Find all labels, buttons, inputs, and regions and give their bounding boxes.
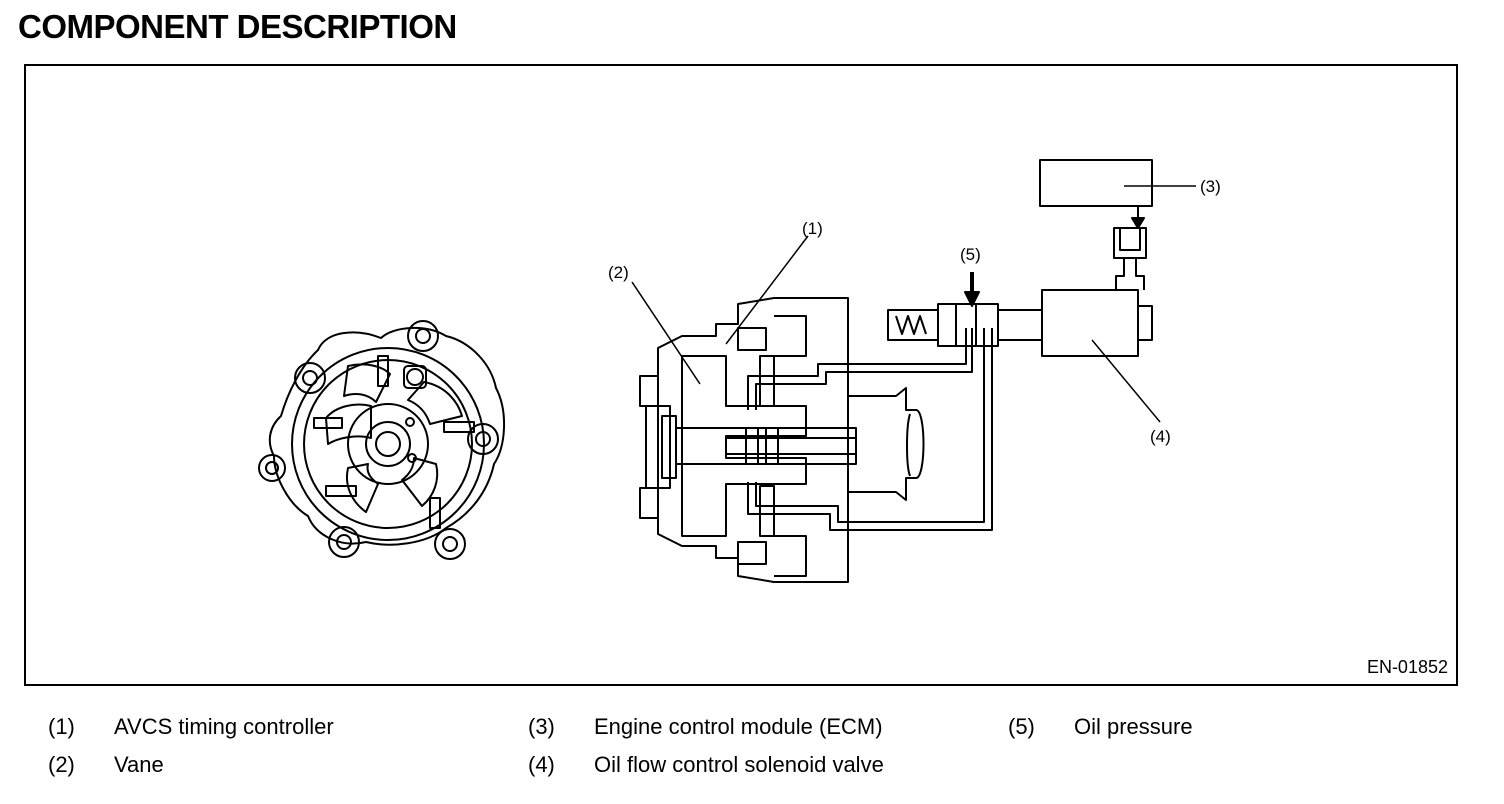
ecm-signal-arrow — [1131, 217, 1145, 229]
legend-number: (5) — [1008, 714, 1035, 739]
legend-text: Oil flow control solenoid valve — [594, 752, 884, 777]
legend-text: Oil pressure — [1074, 714, 1193, 739]
callout-4: (4) — [1150, 427, 1171, 446]
oil-pressure-arrowhead — [964, 291, 980, 307]
legend-number: (3) — [528, 714, 555, 739]
diagram-canvas: (1) (2) (3) (4) (5) — [258, 159, 1221, 583]
legend-text: Engine control module (ECM) — [594, 714, 883, 739]
bolt-boss — [434, 528, 466, 560]
leader-line-2 — [631, 281, 701, 385]
leader-line-1 — [725, 235, 809, 345]
avcs-front-view — [258, 320, 505, 560]
bolt-boss — [328, 526, 360, 558]
callout-3: (3) — [1200, 177, 1221, 196]
diagram-frame: (1) (2) (3) (4) (5) EN-01852 — [24, 64, 1458, 686]
legend-number: (4) — [528, 752, 555, 777]
callout-5: (5) — [960, 245, 981, 264]
bolt-boss — [258, 454, 286, 482]
callout-2: (2) — [608, 263, 629, 282]
avcs-cross-section — [639, 297, 993, 583]
leader-line-4 — [1091, 339, 1161, 423]
ecm-box — [1039, 159, 1153, 207]
callout-1: (1) — [802, 219, 823, 238]
legend-number: (1) — [48, 714, 75, 739]
legend-number: (2) — [48, 752, 75, 777]
page-title: COMPONENT DESCRIPTION — [18, 8, 457, 45]
bolt-boss — [294, 362, 326, 394]
bolt-boss — [407, 320, 439, 352]
legend-text: Vane — [114, 752, 164, 777]
bolt-boss — [467, 423, 499, 455]
figure-code: EN-01852 — [1366, 657, 1448, 677]
solenoid-valve — [887, 227, 1153, 357]
legend-text: AVCS timing controller — [114, 714, 334, 739]
